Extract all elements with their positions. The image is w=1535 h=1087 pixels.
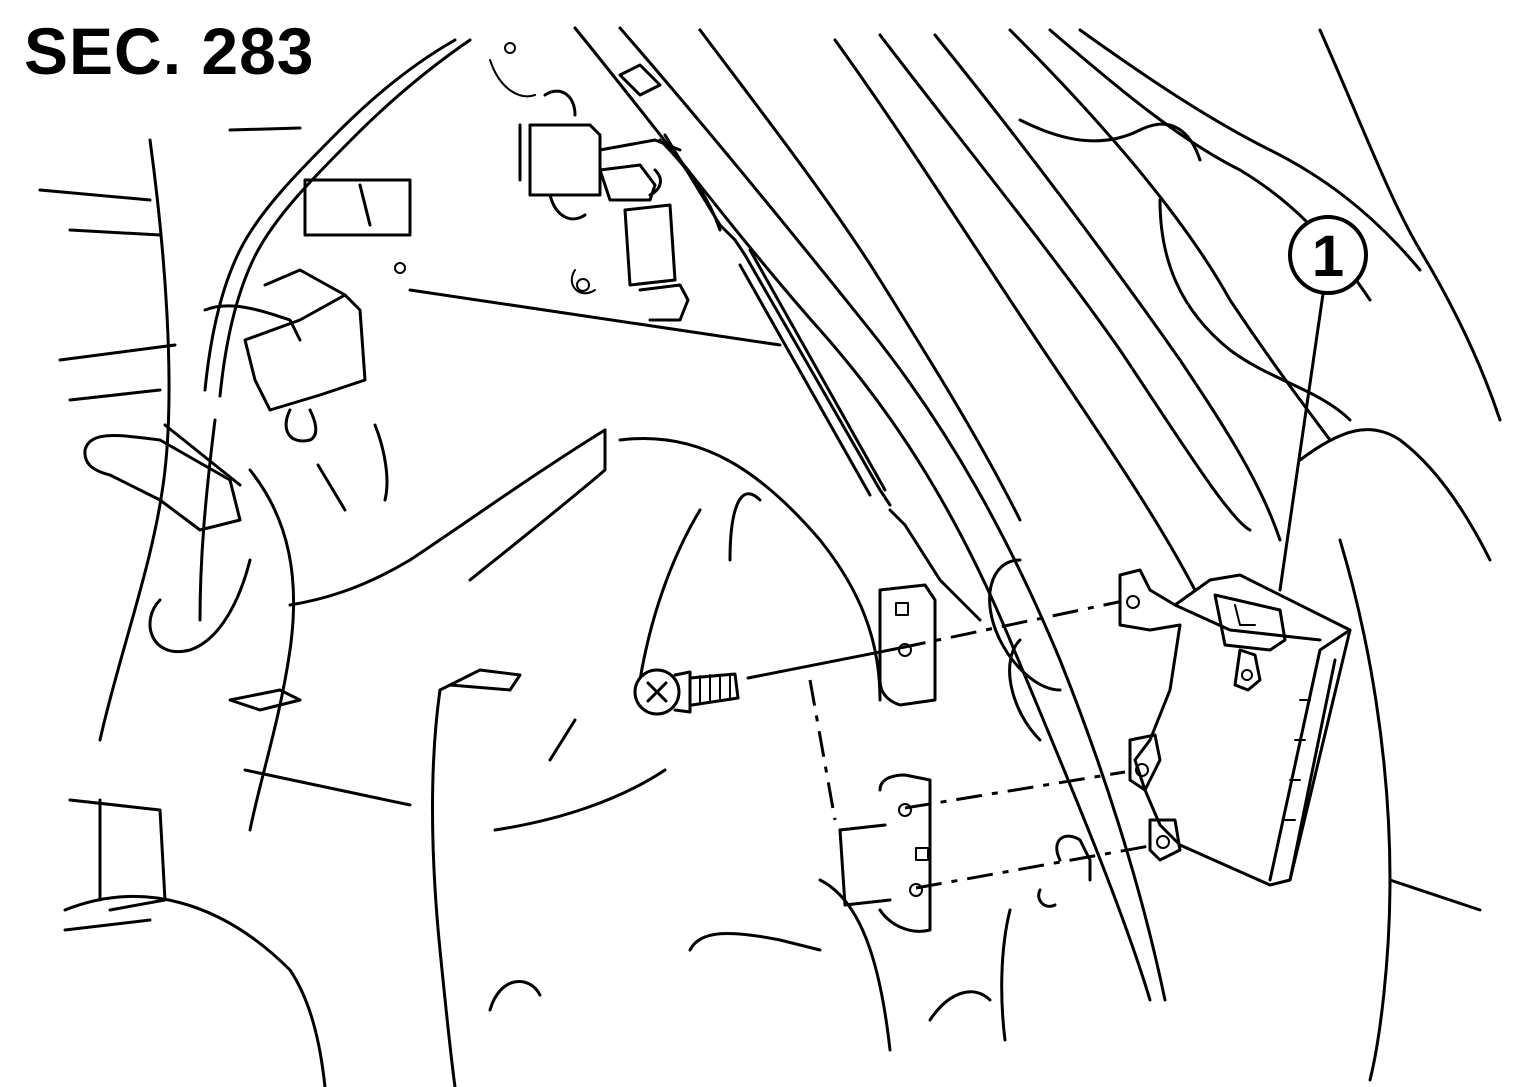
callout-number: 1 xyxy=(1312,224,1344,289)
upper-components xyxy=(394,42,982,622)
installation-dashed-lines xyxy=(808,598,1156,890)
section-code: SEC. 283 xyxy=(24,14,315,88)
floor-panel xyxy=(228,428,1012,1087)
left-harness-area xyxy=(38,126,412,1087)
callout-1: 1 xyxy=(1278,215,1368,592)
bolt-icon xyxy=(633,646,902,716)
control-unit xyxy=(1118,568,1352,887)
callout-circle-icon xyxy=(1288,215,1368,295)
body-pillar-lines xyxy=(203,26,1502,1082)
mounting-bracket xyxy=(838,558,1092,933)
